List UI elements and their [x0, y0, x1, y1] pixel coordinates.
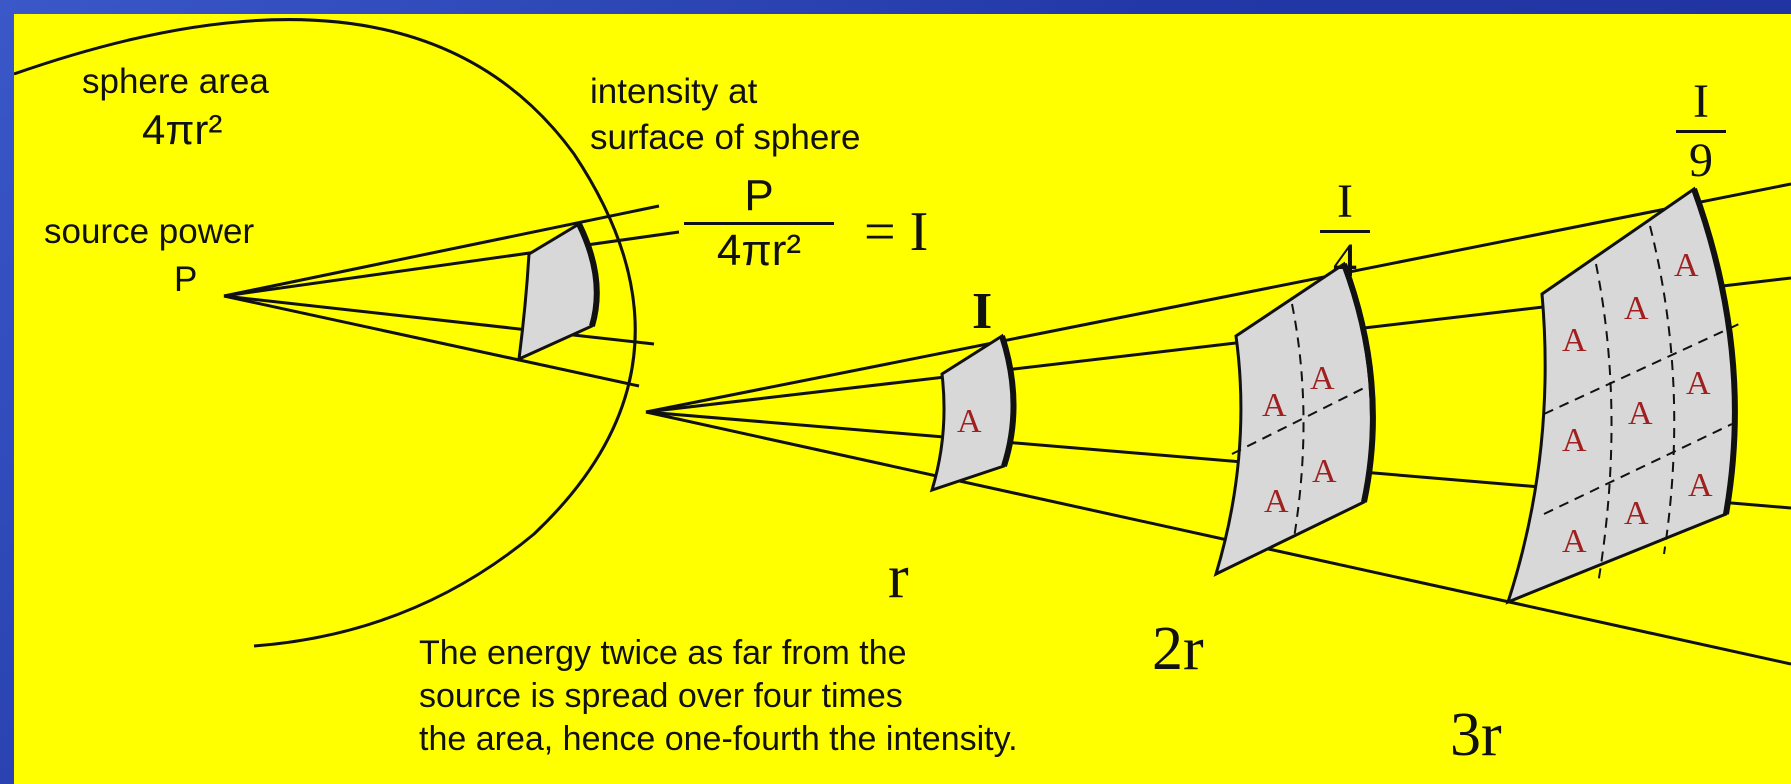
intensity-heading-line1: intensity at	[590, 72, 758, 111]
intensity-fraction: P 4πr²	[684, 174, 834, 273]
patch-letter: A	[1262, 387, 1287, 424]
patch-letter: A	[1312, 453, 1337, 490]
patch-letter: A	[1562, 422, 1587, 459]
source-power-label: source power	[44, 212, 255, 251]
caption-line2: source is spread over four times	[419, 677, 903, 715]
sphere-area-label: sphere area	[82, 62, 269, 101]
patch-letter: A	[1674, 247, 1699, 284]
patch-3r: A A A A A A A A A	[1505, 186, 1740, 605]
level-2r-denominator: 4	[1333, 234, 1357, 287]
level-2r-numerator: I	[1337, 175, 1353, 228]
intensity-result: = I	[864, 201, 929, 263]
inverse-square-diagram: A A A A A A A A	[14, 18, 1791, 666]
intensity-level-r: I	[972, 283, 993, 340]
intensity-numerator: P	[744, 171, 774, 220]
patch-letter: A	[1562, 523, 1587, 560]
patch-letter: A	[957, 403, 982, 440]
patch-letter: A	[1628, 395, 1653, 432]
patch-letter: A	[1264, 483, 1289, 520]
patch-letter: A	[1562, 322, 1587, 359]
intensity-denominator: 4πr²	[716, 226, 802, 275]
caption-line1: The energy twice as far from the	[419, 634, 907, 672]
patch-r: A	[929, 333, 1017, 493]
patch-letter: A	[1686, 365, 1711, 402]
sphere-area-formula: 4πr²	[142, 106, 223, 153]
sphere-patch	[517, 221, 598, 362]
distance-2r: 2r	[1152, 615, 1204, 683]
distance-3r: 3r	[1450, 701, 1502, 769]
patch-letter: A	[1624, 290, 1649, 327]
patch-letter: A	[1688, 467, 1713, 504]
intensity-heading-line2: surface of sphere	[590, 118, 861, 157]
patch-letter: A	[1310, 360, 1335, 397]
level-3r-numerator: I	[1693, 75, 1709, 128]
caption: The energy twice as far from the source …	[419, 632, 1018, 761]
sphere-outline	[14, 18, 637, 648]
diagram-panel: A A A A A A A A	[14, 14, 1791, 784]
distance-r: r	[888, 543, 909, 611]
caption-line3: the area, hence one-fourth the intensity…	[419, 720, 1018, 758]
patch-letter: A	[1624, 495, 1649, 532]
patch-2r: A A A A	[1213, 261, 1376, 577]
source-symbol: P	[174, 260, 198, 299]
sphere-rays	[223, 204, 680, 388]
intensity-level-2r: I 4	[1320, 178, 1370, 285]
level-3r-denominator: 9	[1689, 134, 1713, 187]
intensity-level-3r: I 9	[1676, 78, 1726, 185]
